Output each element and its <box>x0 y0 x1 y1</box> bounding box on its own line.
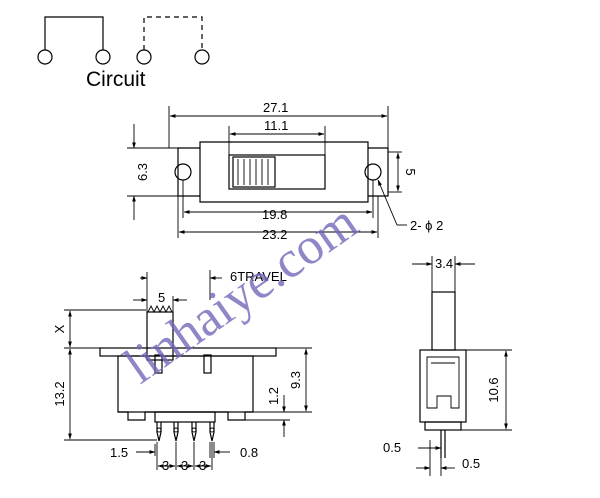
dim-pin-pitch: 1.5 3 3 3 <box>110 442 213 473</box>
dim-end-pin-offset: 0.5 <box>416 440 480 476</box>
dim-body-length-label: 23.2 <box>262 227 287 242</box>
dim-hole-spacing-label: 19.8 <box>262 207 287 222</box>
dim-body-height-label: 9.3 <box>288 371 303 389</box>
watermark: linhaiye.com <box>114 193 368 395</box>
dim-hole-spacing: 19.8 <box>182 180 374 222</box>
dim-total-height-label: 13.2 <box>52 381 67 406</box>
dim-end-pin-thickness: 0.5 <box>383 440 442 455</box>
side-view-body <box>99 304 277 442</box>
dim-body-height: 9.3 <box>253 347 312 413</box>
dim-holes-label: 2- ϕ 2 <box>410 218 443 233</box>
circuit-dashed-contacts <box>136 16 210 65</box>
dim-overall-length-label: 27.1 <box>263 100 288 115</box>
dim-pin-offset-label: 1.5 <box>110 445 128 460</box>
dim-end-height-label: 10.6 <box>486 377 501 402</box>
dim-pin-width: 0.8 <box>209 442 258 460</box>
dim-total-height: 13.2 <box>52 348 157 441</box>
dim-standoff-label: 1.2 <box>266 387 281 405</box>
dim-pitch-1-label: 3 <box>162 458 169 473</box>
circuit-solid-contacts <box>37 16 111 65</box>
dim-end-pin-thickness-label: 0.5 <box>383 440 401 455</box>
dim-overall-length: 27.1 <box>168 100 389 148</box>
dim-holes-callout: 2- ϕ 2 <box>377 179 443 233</box>
dim-height: 6.3 <box>127 124 178 220</box>
side-view-pins <box>156 422 215 442</box>
dim-knob-height-label: X <box>52 324 67 333</box>
dim-knob-height: X <box>52 309 146 349</box>
dim-body-length: 23.2 <box>177 196 379 242</box>
end-view-body <box>419 291 467 458</box>
dim-slot-length: 11.1 <box>228 118 326 155</box>
slider-slot <box>228 154 326 190</box>
dim-height-label: 6.3 <box>135 163 150 181</box>
dim-mount-tab: 5 <box>388 151 418 193</box>
dim-travel: 6TRAVEL <box>140 269 287 300</box>
side-view: 5 6TRAVEL X 13.2 9.3 <box>52 269 312 473</box>
dim-pitch-2-label: 3 <box>181 458 188 473</box>
dim-end-height: 10.6 <box>461 349 512 431</box>
dim-end-knob-width: 3.4 <box>412 256 475 292</box>
top-view-body <box>174 141 389 203</box>
dim-mount-tab-label: 5 <box>403 168 418 175</box>
end-view: 3.4 10.6 0.5 0.5 <box>383 256 512 476</box>
dim-travel-label: 6TRAVEL <box>230 269 287 284</box>
dim-knob-width-label: 5 <box>158 290 165 305</box>
dim-pin-width-label: 0.8 <box>240 445 258 460</box>
dim-end-pin-offset-label: 0.5 <box>462 456 480 471</box>
slider-knob <box>232 156 276 188</box>
circuit-label: Circuit <box>86 68 146 91</box>
dim-end-knob-width-label: 3.4 <box>435 256 453 271</box>
circuit-diagram: Circuit <box>37 16 210 91</box>
dim-slot-length-label: 11.1 <box>264 118 288 133</box>
top-view: 27.1 11.1 6.3 5 19.8 <box>127 100 443 242</box>
dim-standoff: 1.2 <box>245 387 290 437</box>
dim-pitch-3-label: 3 <box>199 458 206 473</box>
dim-knob-width: 5 <box>133 272 187 312</box>
